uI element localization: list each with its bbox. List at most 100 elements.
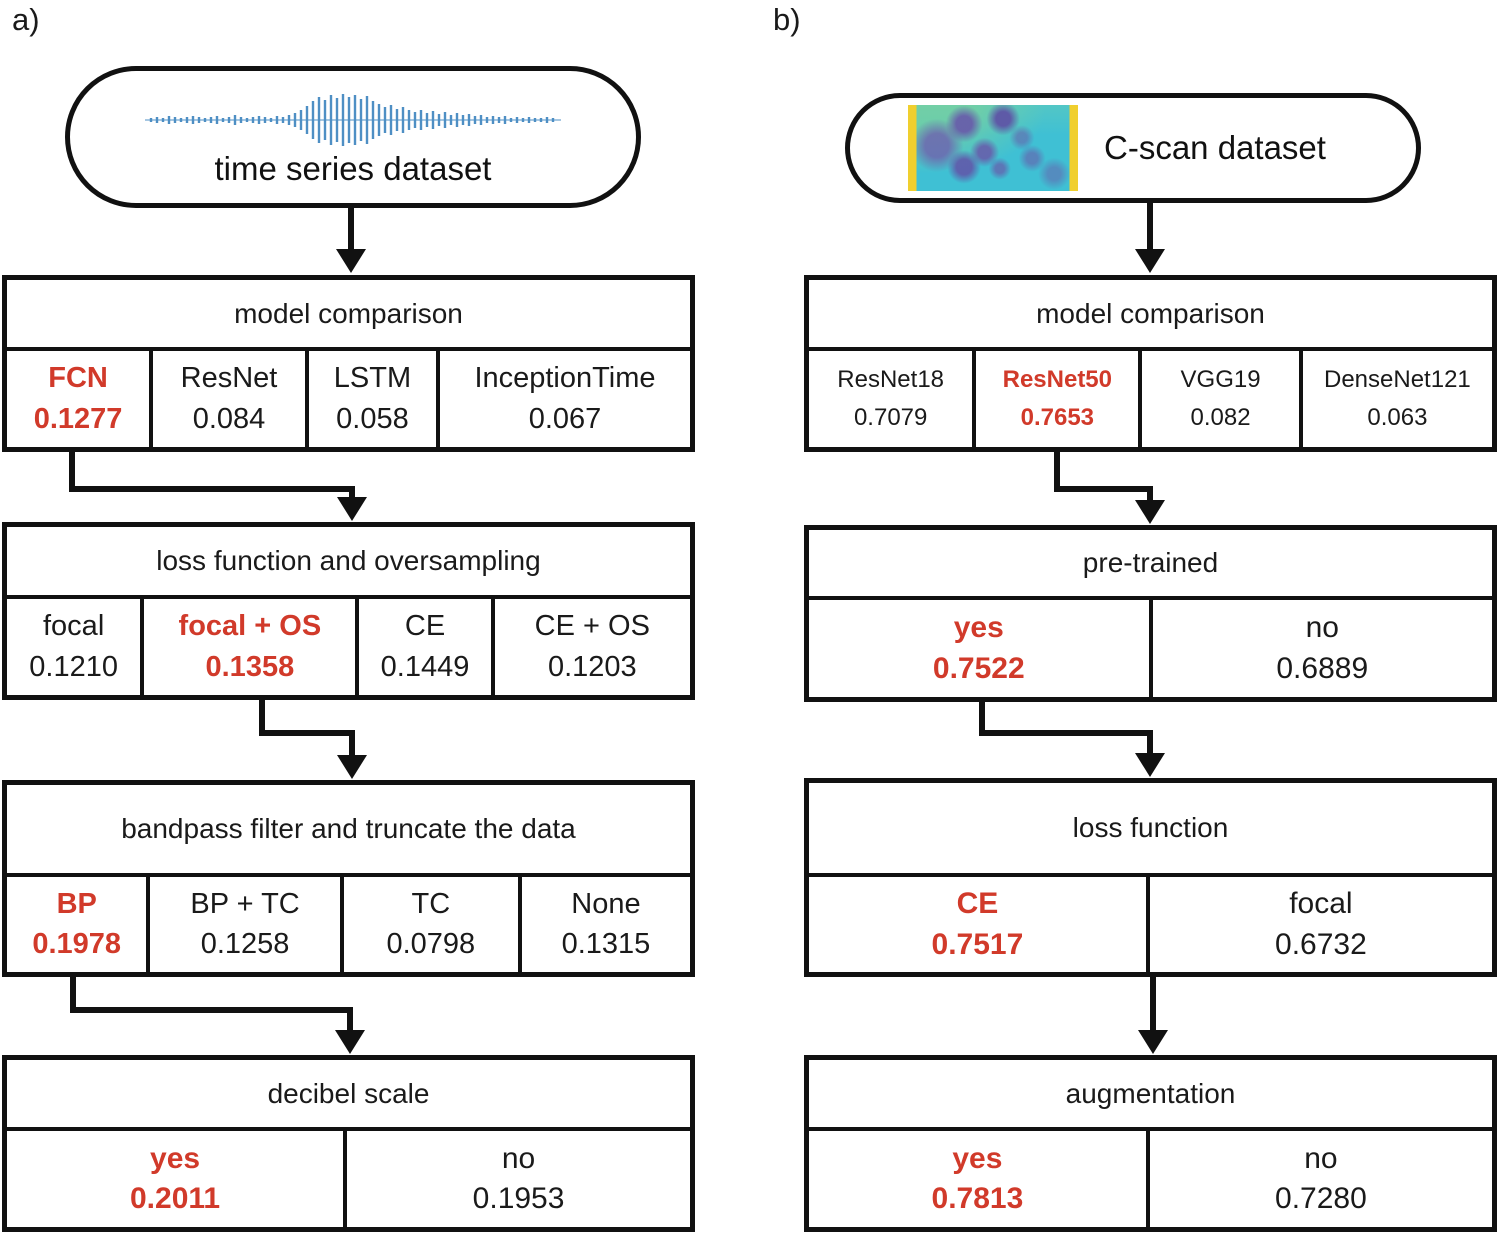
- option-label: BP + TC: [190, 888, 300, 920]
- option-row: ResNet18 0.7079 ResNet50 0.7653 VGG19 0.…: [809, 351, 1492, 447]
- option-label: VGG19: [1180, 365, 1261, 393]
- table-header: pre-trained: [809, 530, 1492, 600]
- option-row: yes 0.7522 no 0.6889: [809, 600, 1492, 697]
- option-cell-resnet18: ResNet18 0.7079: [809, 351, 977, 447]
- option-label: None: [571, 888, 641, 920]
- table-b-augmentation: augmentation yes 0.7813 no 0.7280: [804, 1055, 1497, 1232]
- option-value: 0.082: [1190, 404, 1251, 432]
- option-label: CE: [956, 887, 999, 921]
- option-label: ResNet18: [837, 365, 945, 393]
- option-cell-none: None 0.1315: [522, 877, 690, 972]
- option-value: 0.6732: [1275, 927, 1367, 961]
- option-row: CE 0.7517 focal 0.6732: [809, 877, 1492, 972]
- table-b-model-comparison: model comparison ResNet18 0.7079 ResNet5…: [804, 275, 1497, 452]
- c-scan-thumbnail: [908, 105, 1078, 191]
- option-value: 0.7653: [1020, 404, 1095, 432]
- time-series-dataset-node: time series dataset: [65, 66, 641, 208]
- option-cell-densenet121: DenseNet121 0.063: [1303, 351, 1492, 447]
- option-cell-focal: focal 0.1210: [7, 599, 145, 695]
- option-value: 0.1358: [205, 650, 295, 683]
- option-cell-focal: focal 0.6732: [1150, 877, 1492, 972]
- option-cell-bp-tc: BP + TC 0.1258: [150, 877, 344, 972]
- table-header: loss function: [809, 783, 1492, 877]
- option-cell-inceptiontime: InceptionTime 0.067: [440, 351, 690, 447]
- option-value: 0.1315: [561, 928, 651, 960]
- option-cell-tc: TC 0.0798: [344, 877, 522, 972]
- table-header: model comparison: [7, 280, 690, 351]
- cscan-dataset-node: C-scan dataset: [845, 93, 1421, 203]
- table-b-loss-function: loss function CE 0.7517 focal 0.6732: [804, 778, 1497, 977]
- option-row: focal 0.1210 focal + OS 0.1358 CE 0.1449…: [7, 599, 690, 695]
- option-value: 0.7813: [931, 1182, 1024, 1216]
- option-label: no: [1305, 611, 1339, 644]
- option-cell-focal-os: focal + OS 0.1358: [144, 599, 360, 695]
- option-cell-ce-os: CE + OS 0.1203: [495, 599, 690, 695]
- option-cell-fcn: FCN 0.1277: [7, 351, 154, 447]
- option-value: 0.1978: [32, 928, 122, 960]
- option-label: ResNet: [180, 362, 278, 395]
- panel-b-label: b): [773, 2, 801, 37]
- table-a-loss-oversampling: loss function and oversampling focal 0.1…: [2, 522, 695, 700]
- table-header: augmentation: [809, 1060, 1492, 1131]
- option-cell-ce: CE 0.1449: [359, 599, 495, 695]
- option-cell-no: no 0.7280: [1150, 1131, 1492, 1227]
- option-label: no: [1304, 1141, 1338, 1175]
- option-value: 0.1203: [547, 650, 637, 683]
- option-cell-resnet: ResNet 0.084: [153, 351, 309, 447]
- table-a-bandpass-truncate: bandpass filter and truncate the data BP…: [2, 780, 695, 977]
- option-value: 0.067: [528, 402, 602, 435]
- option-label: BP: [56, 888, 97, 920]
- table-header: decibel scale: [7, 1060, 690, 1131]
- option-label: TC: [411, 888, 451, 920]
- option-value: 0.1449: [380, 650, 470, 683]
- option-cell-vgg19: VGG19 0.082: [1142, 351, 1303, 447]
- panel-a-label: a): [12, 2, 40, 37]
- table-b-pretrained: pre-trained yes 0.7522 no 0.6889: [804, 525, 1497, 702]
- option-row: BP 0.1978 BP + TC 0.1258 TC 0.0798 None …: [7, 877, 690, 972]
- option-value: 0.7522: [932, 652, 1025, 685]
- table-a-decibel-scale: decibel scale yes 0.2011 no 0.1953: [2, 1055, 695, 1232]
- option-row: yes 0.2011 no 0.1953: [7, 1131, 690, 1227]
- option-label: DenseNet121: [1324, 365, 1471, 393]
- option-label: CE + OS: [534, 610, 650, 643]
- option-value: 0.1277: [33, 402, 123, 435]
- option-value: 0.084: [192, 402, 266, 435]
- option-cell-bp: BP 0.1978: [7, 877, 151, 972]
- option-value: 0.063: [1367, 404, 1428, 432]
- option-label: focal + OS: [178, 610, 322, 643]
- table-header: bandpass filter and truncate the data: [7, 785, 690, 877]
- table-header: loss function and oversampling: [7, 527, 690, 599]
- option-value: 0.7079: [853, 404, 928, 432]
- option-cell-yes: yes 0.2011: [7, 1131, 348, 1227]
- option-label: FCN: [48, 362, 108, 395]
- option-label: InceptionTime: [474, 362, 656, 395]
- option-value: 0.7517: [931, 927, 1024, 961]
- option-cell-yes: yes 0.7522: [809, 600, 1153, 697]
- option-label: focal: [43, 610, 105, 643]
- dataset-b-title: C-scan dataset: [1104, 129, 1326, 166]
- table-header: model comparison: [809, 280, 1492, 351]
- option-cell-ce: CE 0.7517: [809, 877, 1150, 972]
- option-value: 0.058: [336, 402, 409, 435]
- option-value: 0.0798: [386, 928, 476, 960]
- dataset-a-title: time series dataset: [214, 150, 492, 187]
- option-cell-lstm: LSTM 0.058: [309, 351, 440, 447]
- table-a-model-comparison: model comparison FCN 0.1277 ResNet 0.084…: [2, 275, 695, 452]
- waveform-icon: [145, 94, 561, 146]
- option-cell-no: no 0.1953: [347, 1131, 690, 1227]
- option-label: focal: [1289, 887, 1353, 921]
- option-value: 0.1258: [200, 928, 290, 960]
- option-cell-no: no 0.6889: [1153, 600, 1492, 697]
- option-label: yes: [953, 611, 1004, 644]
- option-label: no: [501, 1141, 536, 1175]
- option-label: CE: [404, 610, 446, 643]
- option-label: yes: [150, 1141, 201, 1175]
- option-value: 0.1210: [29, 650, 118, 683]
- option-label: LSTM: [333, 362, 412, 395]
- option-value: 0.2011: [130, 1182, 221, 1216]
- option-row: FCN 0.1277 ResNet 0.084 LSTM 0.058 Incep…: [7, 351, 690, 447]
- option-label: yes: [952, 1141, 1003, 1175]
- option-value: 0.7280: [1275, 1182, 1367, 1216]
- option-label: ResNet50: [1002, 365, 1113, 393]
